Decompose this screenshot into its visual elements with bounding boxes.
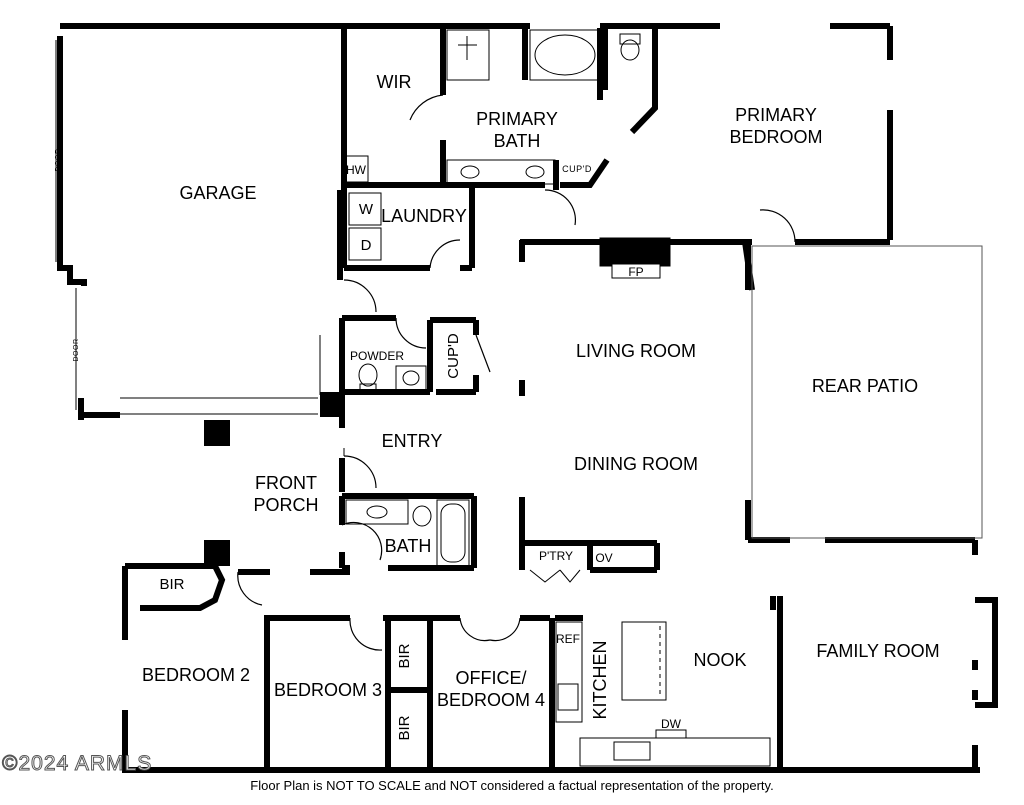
label-bir-1: BIR (159, 576, 184, 593)
label-bath: BATH (385, 536, 432, 556)
label-bedroom-2: BEDROOM 2 (142, 665, 250, 685)
label-primary-bedroom-1: PRIMARY (735, 105, 817, 125)
label-washer: W (359, 201, 374, 218)
label-rear-patio: REAR PATIO (812, 376, 918, 396)
label-wir: WIR (377, 72, 412, 92)
label-kitchen: KITCHEN (590, 640, 610, 719)
label-oven: OV (595, 551, 612, 565)
label-front-porch-1: FRONT (255, 473, 317, 493)
label-bir-3: BIR (396, 715, 413, 740)
label-ref: REF (556, 632, 580, 646)
label-bedroom-3: BEDROOM 3 (274, 680, 382, 700)
label-family-room: FAMILY ROOM (816, 641, 939, 661)
label-dw: DW (661, 717, 682, 731)
label-powder: POWDER (350, 349, 404, 363)
walls (57, 23, 998, 773)
room-labels: GARAGE DOOR DOOR WIR HW PRIMARY BATH CUP… (55, 72, 940, 741)
disclaimer-text: Floor Plan is NOT TO SCALE and NOT consi… (250, 778, 774, 793)
door-swings (237, 94, 796, 651)
label-primary-bath-2: BATH (494, 131, 541, 151)
label-office-1: OFFICE/ (456, 668, 527, 688)
label-front-porch-2: PORCH (253, 495, 318, 515)
label-office-2: BEDROOM 4 (437, 690, 545, 710)
label-fp: FP (628, 265, 643, 279)
label-primary-bath-1: PRIMARY (476, 109, 558, 129)
label-dining-room: DINING ROOM (574, 454, 698, 474)
label-entry: ENTRY (382, 431, 443, 451)
copyright-watermark: ©2024 ARMLS (1, 752, 153, 776)
label-nook: NOOK (693, 650, 746, 670)
label-primary-bedroom-2: BEDROOM (729, 127, 822, 147)
label-living-room: LIVING ROOM (576, 341, 696, 361)
label-pantry: P'TRY (539, 549, 573, 563)
label-garage-door-2: DOOR (73, 339, 80, 362)
label-hw: HW (346, 163, 367, 177)
fixtures (55, 29, 983, 767)
label-laundry: LAUNDRY (381, 206, 467, 226)
label-bir-2: BIR (396, 643, 413, 668)
label-garage: GARAGE (179, 183, 256, 203)
label-cupd-bath: CUP'D (562, 164, 592, 174)
label-cupd-hall: CUP'D (445, 333, 462, 379)
label-garage-door-1: DOOR (55, 149, 62, 172)
label-dryer: D (361, 237, 372, 254)
